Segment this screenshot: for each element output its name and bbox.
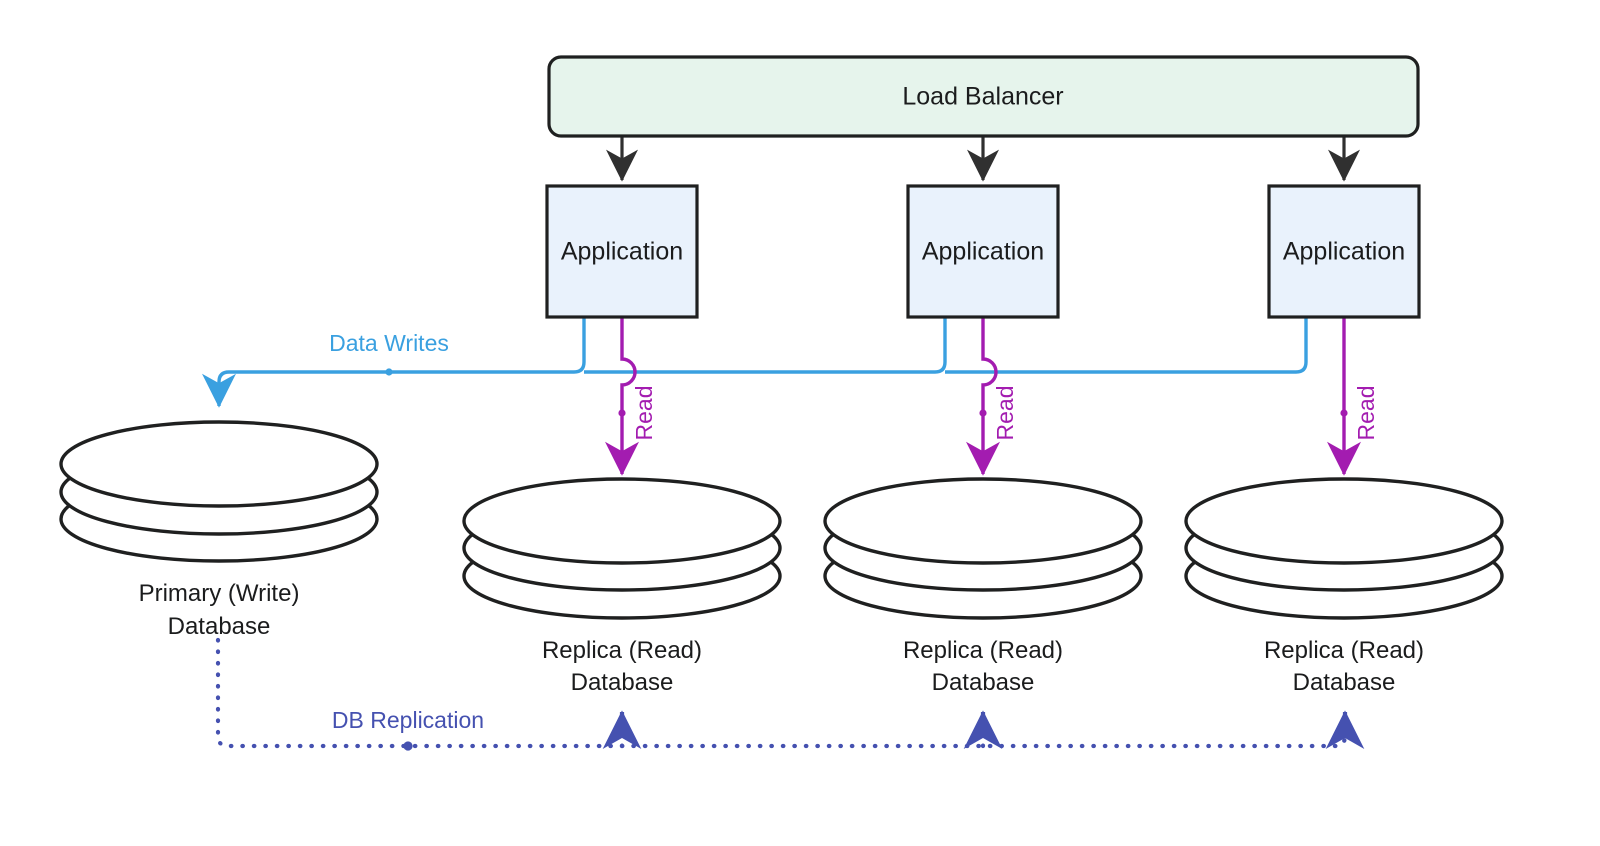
edge-group-lb-to-apps bbox=[606, 136, 1360, 182]
replica-database-2-label-line1: Replica (Read) bbox=[903, 637, 1063, 664]
edge-label-read-2: Read bbox=[992, 386, 1018, 441]
edge-label-data-writes: Data Writes bbox=[329, 330, 449, 356]
node-application-1[interactable]: Application bbox=[545, 184, 699, 319]
application-3-label: Application bbox=[1283, 238, 1405, 266]
primary-database-label-line1: Primary (Write) bbox=[139, 580, 300, 607]
edge-group-data-writes: Data Writes bbox=[202, 318, 1308, 408]
edge-read-app3-midpoint-dot bbox=[1340, 409, 1348, 417]
replica-database-3-label-line1: Replica (Read) bbox=[1264, 637, 1424, 664]
replica-database-1-label-line2: Database bbox=[571, 669, 674, 696]
edge-write-midpoint-dot bbox=[385, 368, 393, 376]
edge-label-read-3: Read bbox=[1353, 386, 1379, 441]
application-1-label: Application bbox=[561, 238, 683, 266]
load-balancer-box[interactable] bbox=[547, 55, 1420, 138]
primary-database-label-line2: Database bbox=[168, 613, 271, 640]
application-2-label: Application bbox=[922, 238, 1044, 266]
node-application-3[interactable]: Application bbox=[1267, 184, 1421, 319]
node-load-balancer[interactable]: Load Balancer bbox=[547, 55, 1420, 138]
node-primary-database[interactable]: Primary (Write) Database bbox=[59, 420, 379, 640]
replica-database-1-ring-top[interactable] bbox=[462, 477, 782, 565]
edge-write-app2 bbox=[584, 318, 947, 374]
edge-read-app1 bbox=[620, 318, 637, 460]
node-application-2[interactable]: Application bbox=[906, 184, 1060, 319]
load-balancer-label: Load Balancer bbox=[902, 83, 1063, 111]
replica-database-1-label-line1: Replica (Read) bbox=[542, 637, 702, 664]
edge-read-app2-midpoint-dot bbox=[979, 409, 987, 417]
node-replica-database-3[interactable]: Replica (Read) Database bbox=[1184, 477, 1504, 696]
application-1-box[interactable] bbox=[545, 184, 699, 319]
primary-database-ring-top[interactable] bbox=[59, 420, 379, 508]
edge-label-read-1: Read bbox=[631, 386, 657, 441]
replica-database-2-label-line2: Database bbox=[932, 669, 1035, 696]
edge-group-db-replication: DB Replication bbox=[215, 637, 1365, 751]
replica-database-3-ring-top[interactable] bbox=[1184, 477, 1504, 565]
application-3-box[interactable] bbox=[1267, 184, 1421, 319]
edge-read-app2 bbox=[981, 318, 998, 460]
replica-database-2-ring-top[interactable] bbox=[823, 477, 1143, 565]
edge-replication-midpoint-dot bbox=[403, 741, 413, 751]
node-replica-database-2[interactable]: Replica (Read) Database bbox=[823, 477, 1143, 696]
edge-read-app1-midpoint-dot bbox=[618, 409, 626, 417]
replica-database-3-label-line2: Database bbox=[1293, 669, 1396, 696]
edge-label-db-replication: DB Replication bbox=[332, 707, 484, 733]
application-2-box[interactable] bbox=[906, 184, 1060, 319]
edge-write-app3 bbox=[945, 318, 1308, 374]
edge-group-reads: Read Read Read bbox=[605, 318, 1379, 476]
node-replica-database-1[interactable]: Replica (Read) Database bbox=[462, 477, 782, 696]
